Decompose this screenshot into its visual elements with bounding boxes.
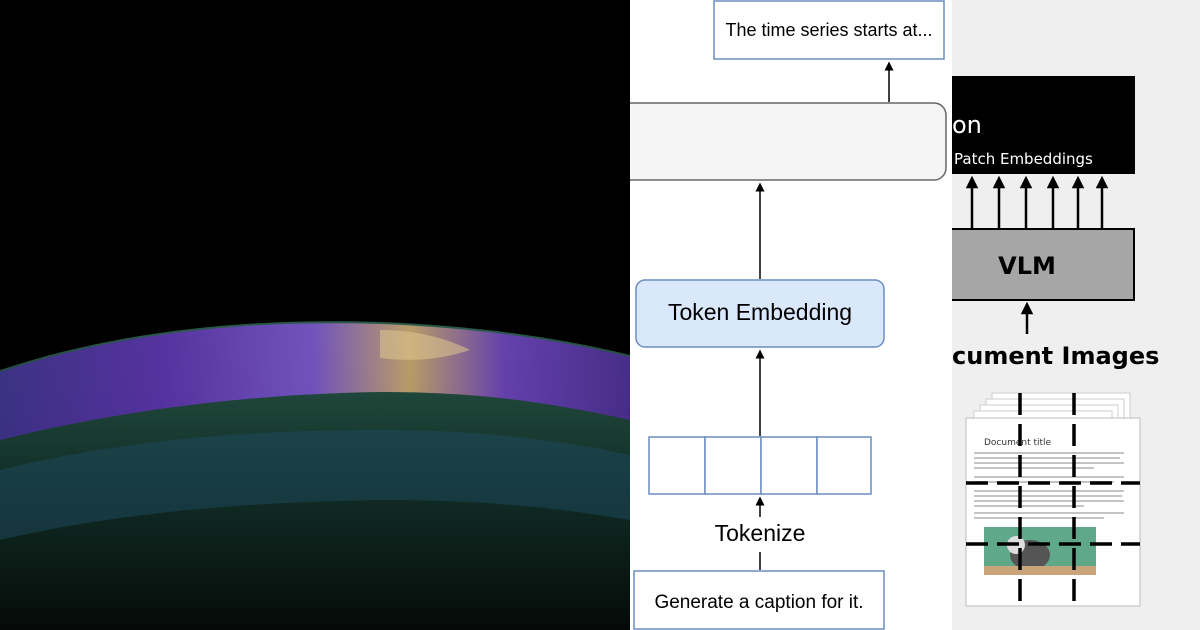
- document-cat-photo: [984, 527, 1096, 575]
- bubble-photo-art: [0, 0, 630, 630]
- encoder-header-partial-text: on: [952, 111, 982, 139]
- token-cell: [817, 437, 871, 494]
- tokenization-diagram-svg: The time series starts at... Token Embed…: [630, 0, 952, 630]
- token-cell: [705, 437, 761, 494]
- output-text: The time series starts at...: [725, 20, 932, 40]
- document-title: Document title: [984, 438, 1052, 448]
- document-images-label: cument Images: [952, 342, 1159, 370]
- input-text: Generate a caption for it.: [654, 592, 863, 613]
- token-embedding-label: Token Embedding: [668, 299, 852, 325]
- tokenize-label: Tokenize: [715, 520, 806, 546]
- bubble-photo: [0, 0, 630, 630]
- vlm-pipeline-diagram: on Patch Embeddings VLM cument Images Do…: [952, 0, 1200, 630]
- vlm-pipeline-svg: on Patch Embeddings VLM cument Images Do…: [952, 0, 1200, 630]
- token-grid: [649, 437, 871, 494]
- patch-embeddings-label: Patch Embeddings: [954, 150, 1093, 168]
- model-box: [630, 103, 946, 180]
- document-stack: Document title: [966, 393, 1140, 606]
- vlm-label: VLM: [998, 252, 1056, 280]
- token-cell: [649, 437, 705, 494]
- patch-arrows: [972, 182, 1102, 228]
- tokenization-diagram: The time series starts at... Token Embed…: [630, 0, 952, 630]
- token-cell: [761, 437, 817, 494]
